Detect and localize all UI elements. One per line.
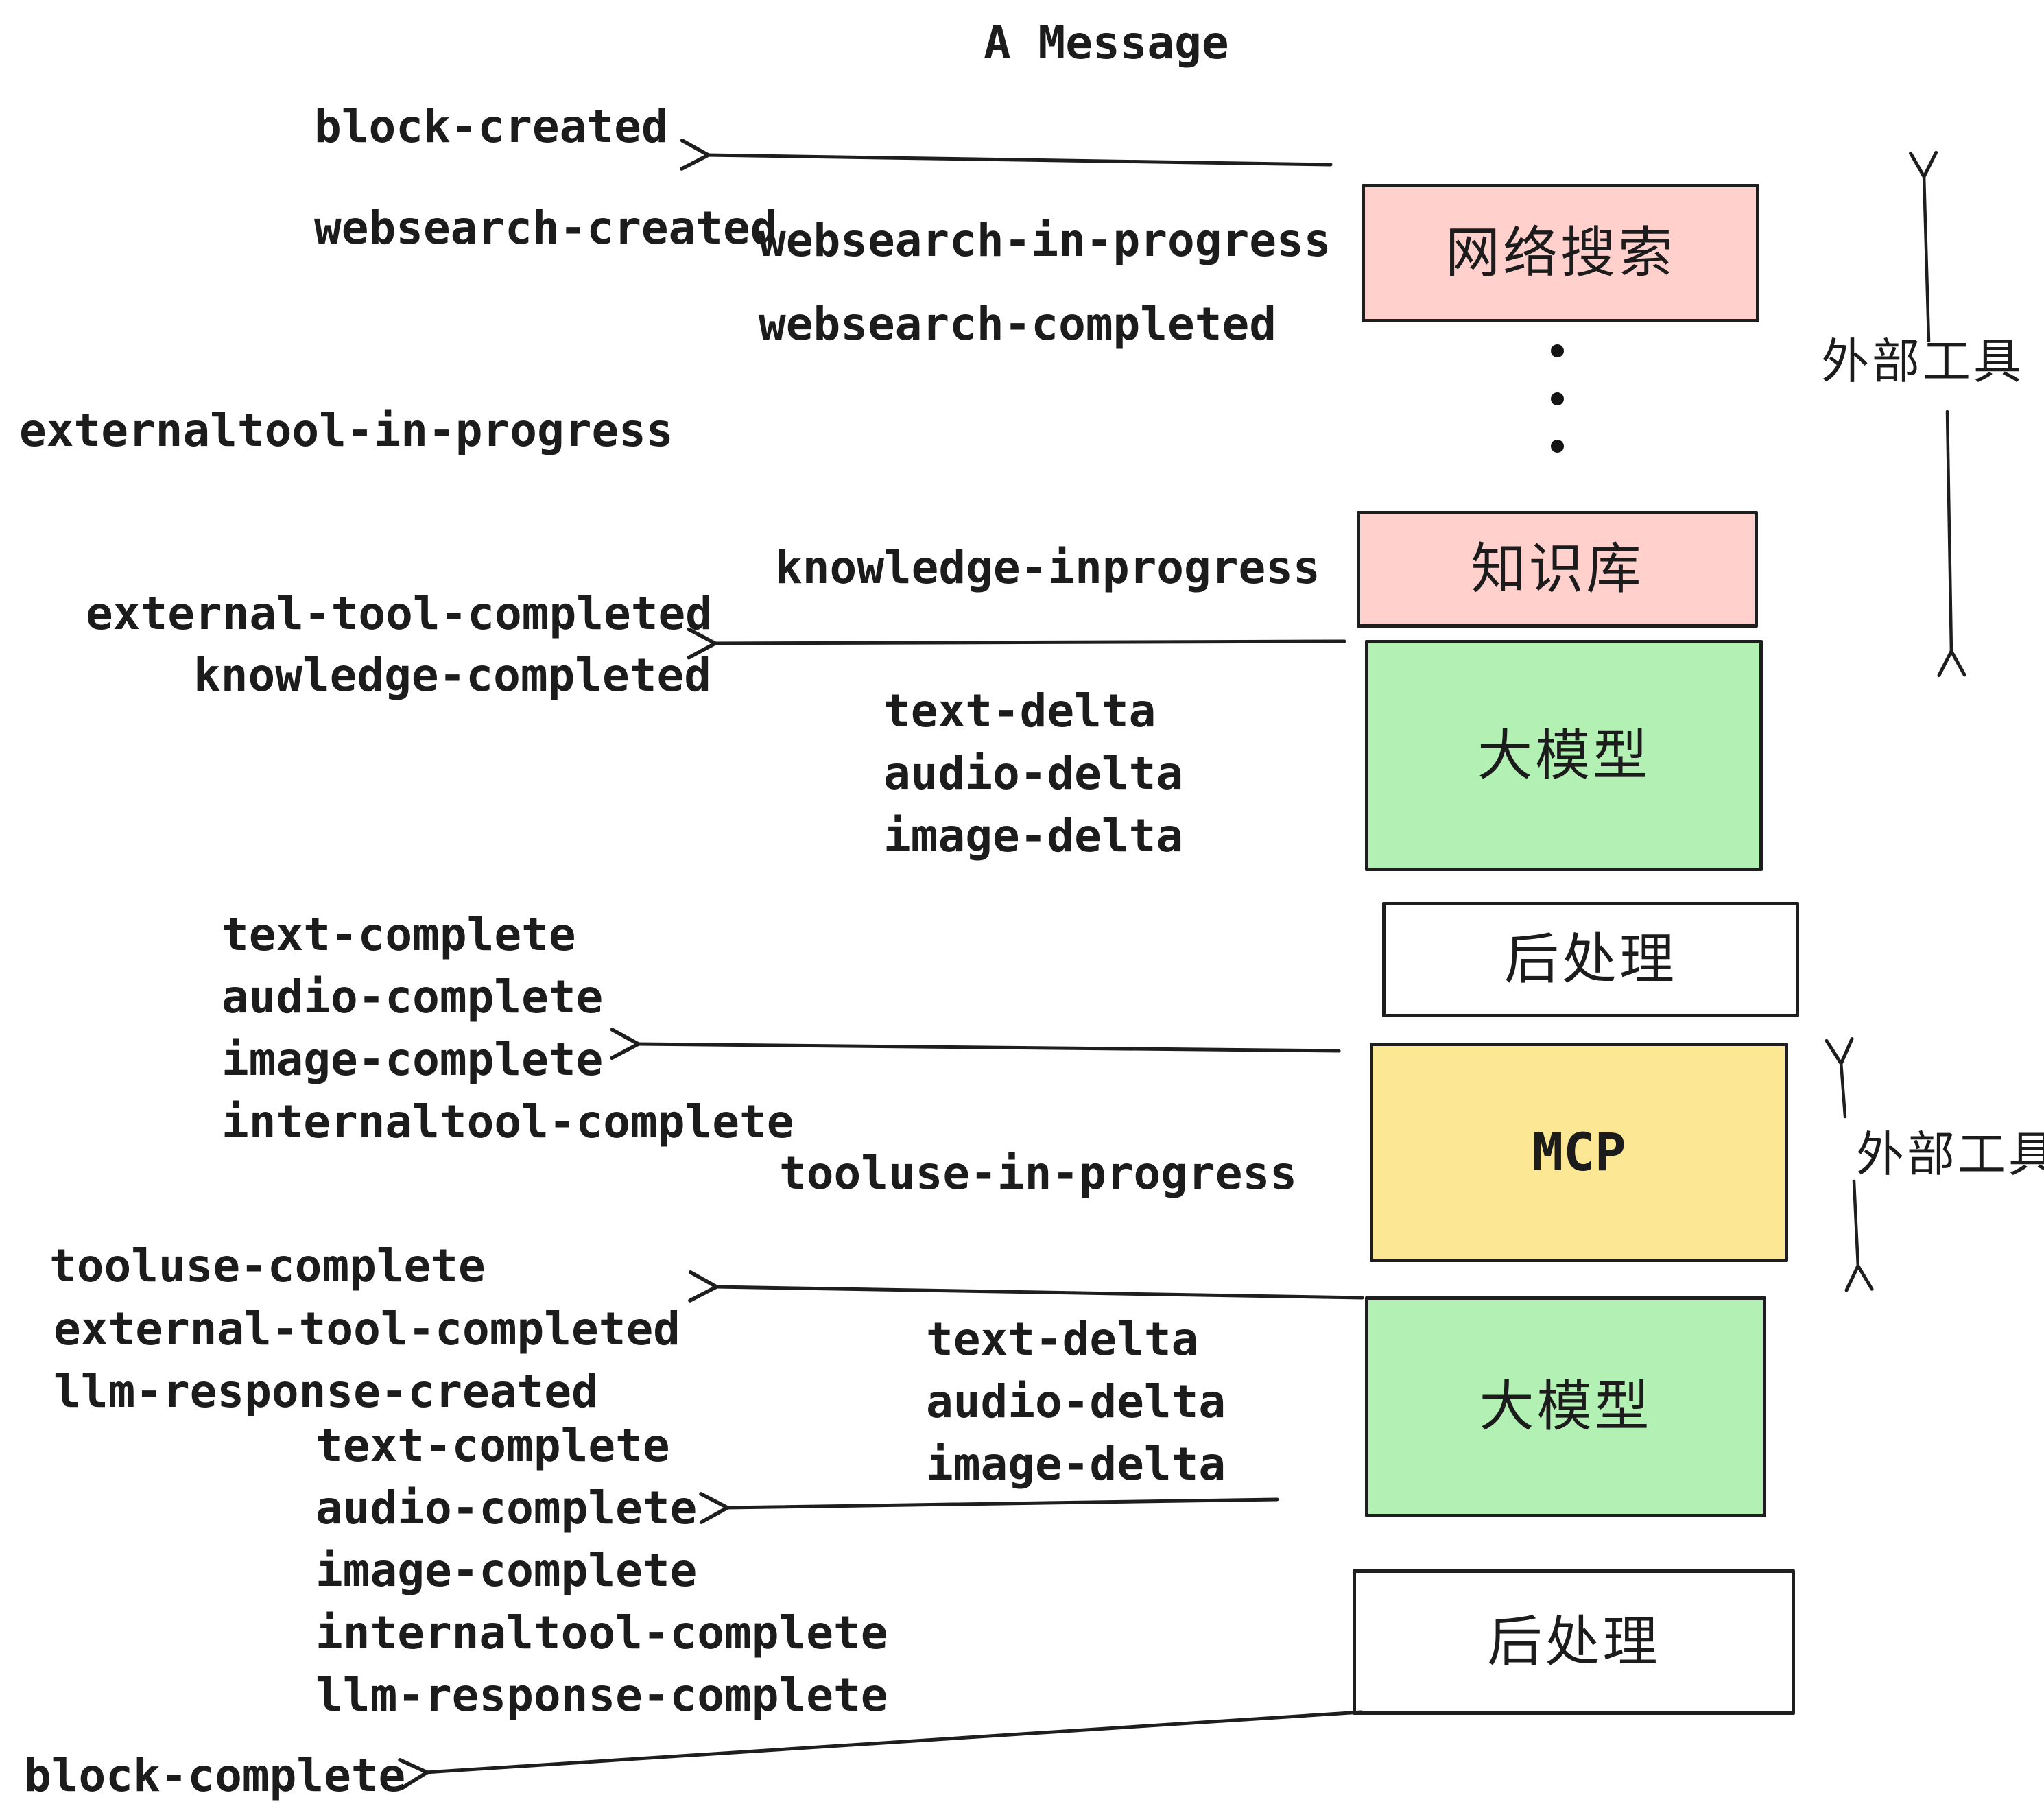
- node-mcp-label: MCP: [1532, 1121, 1626, 1183]
- event-label-image-delta: image-delta: [883, 809, 1184, 862]
- ellipsis-dot-3: [1551, 440, 1564, 453]
- event-label-websearch-in-progress: websearch-in-progress: [759, 214, 1331, 267]
- event-label-externaltool-in-progress: externaltool-in-progress: [19, 404, 674, 457]
- node-mcp: MCP: [1370, 1043, 1788, 1262]
- event-label-text-complete-2: text-complete: [316, 1419, 670, 1472]
- event-label-internaltool-complete-2: internaltool-complete: [316, 1606, 888, 1659]
- external-tools-1-arrow-down: [1937, 410, 1966, 677]
- event-label-external-tool-completed: external-tool-completed: [86, 587, 713, 640]
- node-post-process-2-label: 后处理: [1487, 1611, 1661, 1672]
- event-label-text-delta-2: text-delta: [926, 1313, 1199, 1366]
- ellipsis-dot-2: [1551, 392, 1564, 405]
- event-label-image-complete-2: image-complete: [316, 1544, 698, 1597]
- node-post-process-1: 后处理: [1382, 902, 1799, 1017]
- event-label-llm-response-complete: llm-response-complete: [316, 1669, 888, 1722]
- event-label-audio-delta-2: audio-delta: [926, 1375, 1226, 1428]
- event-label-block-created: block-created: [314, 100, 669, 153]
- event-label-tooluse-complete: tooluse-complete: [49, 1239, 486, 1292]
- event-label-audio-complete: audio-complete: [222, 971, 604, 1023]
- event-label-external-tool-completed-2: external-tool-completed: [54, 1303, 680, 1355]
- event-label-block-complete: block-complete: [24, 1749, 406, 1802]
- arrow-to-external-tool-completed: [688, 1270, 1364, 1303]
- event-label-knowledge-inprogress: knowledge-inprogress: [775, 541, 1320, 594]
- event-label-websearch-created: websearch-created: [314, 202, 778, 254]
- event-label-internaltool-complete: internaltool-complete: [222, 1095, 794, 1148]
- event-label-websearch-completed: websearch-completed: [759, 298, 1276, 351]
- ellipsis-dot-1: [1551, 344, 1564, 357]
- external-tools-1-arrow-up: [1909, 150, 1938, 343]
- event-label-audio-complete-2: audio-complete: [316, 1482, 698, 1534]
- node-knowledge-base-label: 知识库: [1471, 538, 1644, 600]
- event-label-llm-response-created: llm-response-created: [54, 1365, 599, 1418]
- external-tools-2-arrow-down: [1844, 1179, 1874, 1292]
- event-label-image-complete: image-complete: [222, 1033, 604, 1086]
- event-label-knowledge-completed: knowledge-completed: [193, 649, 711, 702]
- node-llm-1-label: 大模型: [1477, 724, 1650, 786]
- node-websearch: 网络搜索: [1362, 184, 1759, 322]
- node-knowledge-base: 知识库: [1357, 511, 1758, 628]
- node-post-process-2: 后处理: [1353, 1569, 1795, 1715]
- arrow-to-knowledge-completed: [687, 627, 1346, 660]
- node-llm-2: 大模型: [1365, 1296, 1766, 1517]
- node-llm-2-label: 大模型: [1479, 1376, 1652, 1437]
- diagram-title: A Message: [984, 16, 1229, 69]
- external-tools-2-arrow-up: [1825, 1037, 1854, 1119]
- event-label-text-delta: text-delta: [883, 685, 1156, 737]
- arrow-to-audio-complete: [699, 1492, 1279, 1524]
- event-label-image-delta-2: image-delta: [926, 1438, 1226, 1491]
- node-llm-1: 大模型: [1365, 640, 1763, 871]
- arrow-to-websearch-created: [680, 139, 1333, 171]
- annotation-external-tools-1: 外部工具: [1821, 335, 2024, 388]
- event-label-audio-delta: audio-delta: [883, 747, 1184, 800]
- node-post-process-1-label: 后处理: [1504, 929, 1677, 990]
- arrow-to-image-complete: [610, 1028, 1341, 1060]
- event-label-tooluse-in-progress: tooluse-in-progress: [779, 1147, 1297, 1200]
- annotation-external-tools-2: 外部工具: [1856, 1128, 2044, 1181]
- node-websearch-label: 网络搜索: [1445, 222, 1676, 283]
- event-label-text-complete: text-complete: [222, 908, 576, 961]
